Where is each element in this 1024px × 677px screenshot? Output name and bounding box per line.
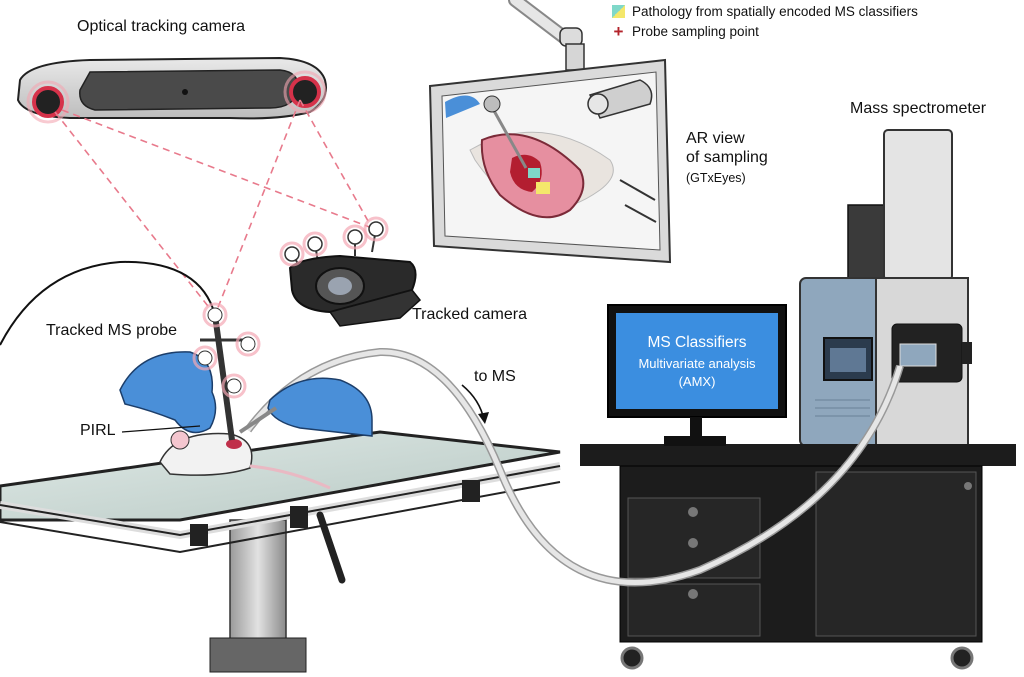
legend-text: Probe sampling point [632,24,759,39]
mass-spectrometer [799,129,972,447]
legend-item-sampling-point: + Probe sampling point [612,22,759,41]
classifier-monitor [607,304,787,446]
tracking-lines [54,99,373,316]
monitor-line1: Multivariate analysis [638,356,756,371]
surgical-table [0,430,561,673]
gloved-hands [119,351,373,437]
tracker-lens-left [32,86,64,118]
tracked-camera [279,216,422,327]
label-of-sampling: of sampling [686,149,768,166]
label-ar-view: AR view [686,130,745,147]
tracked-ms-probe [192,302,261,441]
pathology-swatch-icon [612,5,625,18]
legend-text: Pathology from spatially encoded MS clas… [632,4,918,19]
label-optical-camera: Optical tracking camera [77,18,246,35]
mouse-subject [159,430,331,490]
label-mass-spectrometer: Mass spectrometer [850,100,987,117]
optical-tracking-camera [16,56,327,124]
workstation-cabinet [580,444,1016,670]
legend-item-pathology: Pathology from spatially encoded MS clas… [612,4,918,19]
label-tracked-camera: Tracked camera [412,306,527,323]
monitor-line2: (AMX) [678,374,716,389]
ar-monitor [428,0,672,264]
to-ms-arrow [461,384,489,424]
monitor-title: MS Classifiers [647,334,747,351]
probe-cable [0,260,216,346]
red-cross-icon: + [613,22,624,41]
label-tracked-probe: Tracked MS probe [46,322,178,339]
tracker-lens-right [289,76,321,108]
pirl-leader [121,425,201,433]
label-gtxeyes: (GTxEyes) [686,171,746,185]
label-to-ms: to MS [474,368,516,385]
label-pirl: PIRL [80,422,116,439]
